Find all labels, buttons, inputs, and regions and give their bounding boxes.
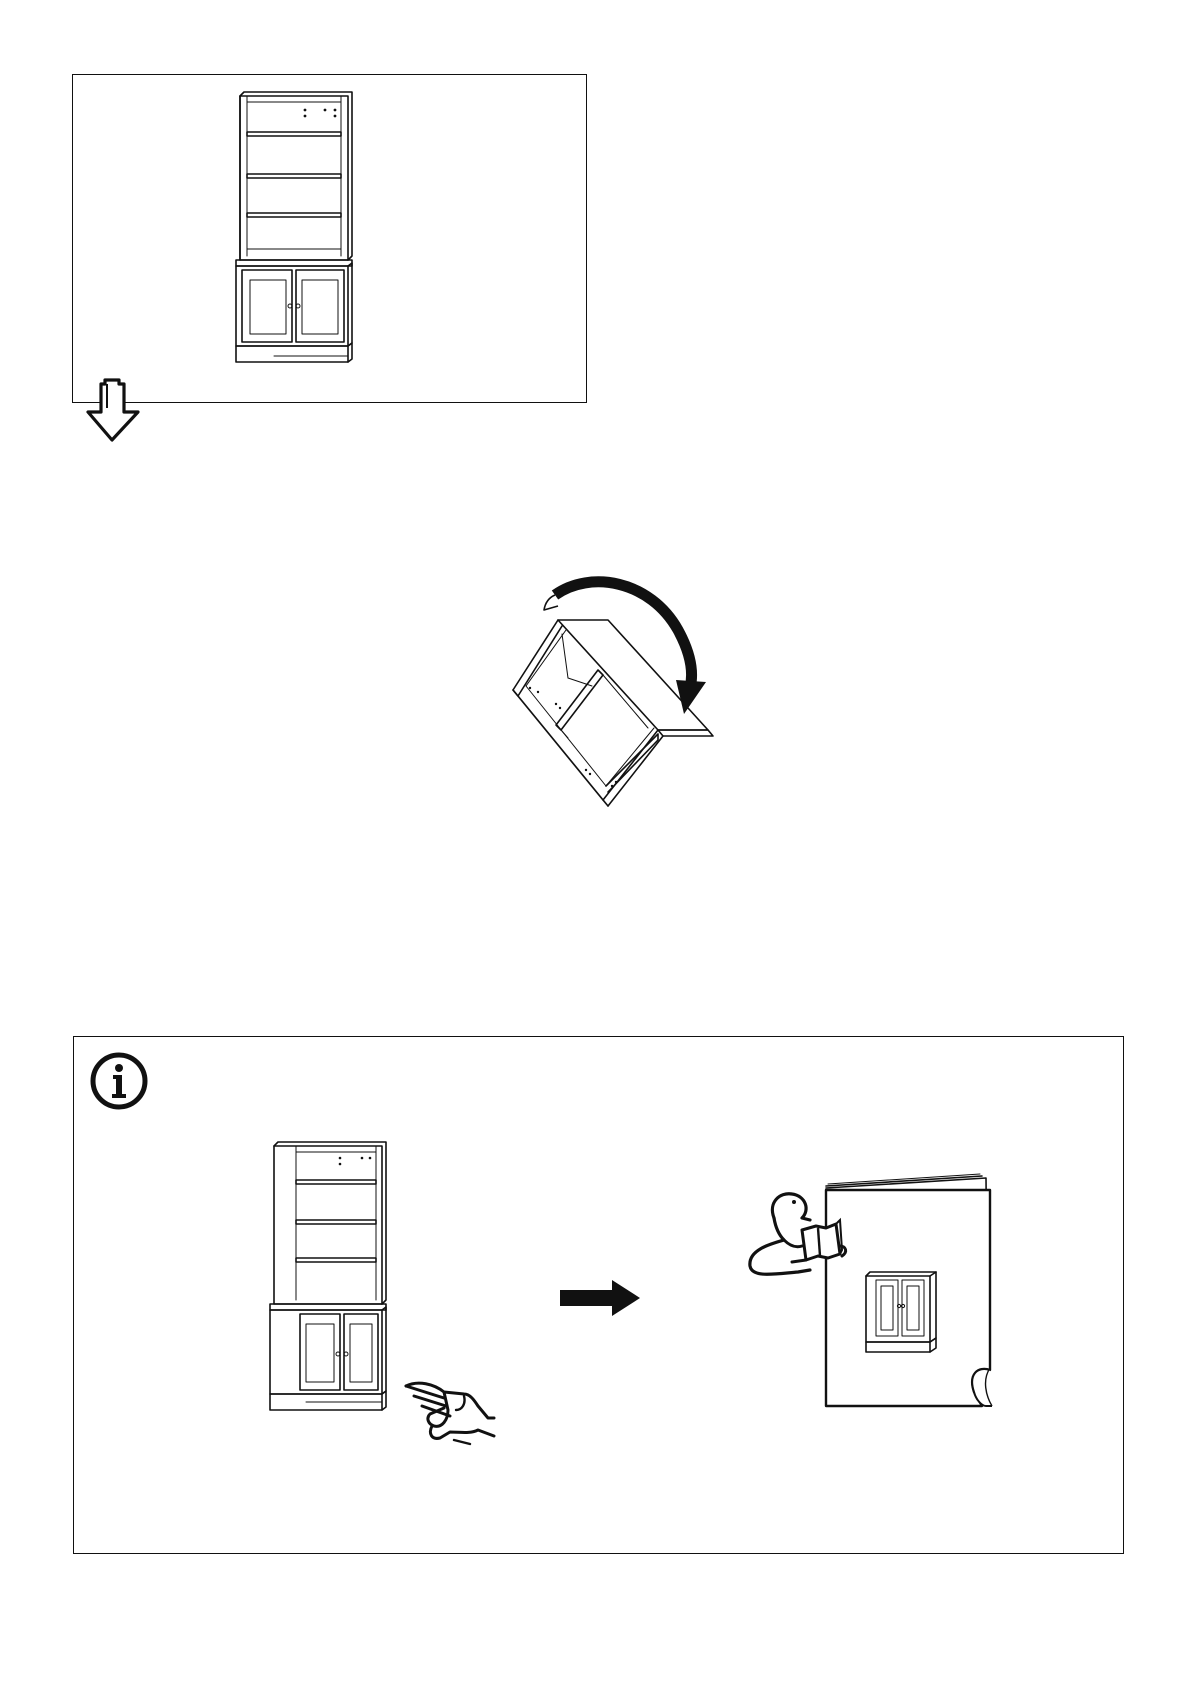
bookcase-with-cabinet-illustration	[266, 1140, 396, 1440]
down-arrow-outline-icon	[86, 378, 142, 444]
right-arrow-icon	[560, 1278, 644, 1318]
bookcase-with-cabinet-illustration	[230, 90, 370, 390]
pointing-hand-icon	[404, 1374, 496, 1454]
reading-figure-icon	[744, 1190, 864, 1290]
tilted-frame-with-rotation-arrow	[500, 560, 730, 860]
info-icon	[88, 1050, 150, 1112]
